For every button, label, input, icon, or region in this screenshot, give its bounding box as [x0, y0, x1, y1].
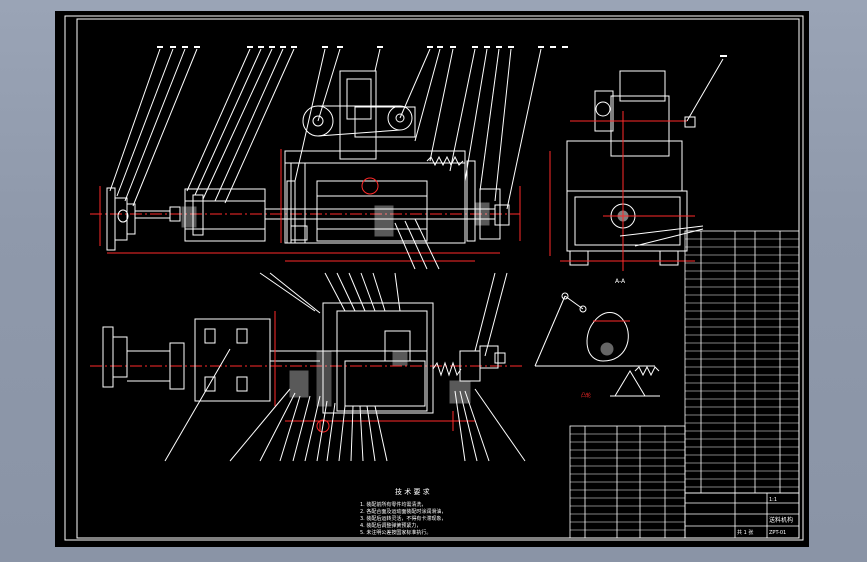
technical-note-3: 3. 装配后运转灵活，不得有卡滞现象， [360, 515, 446, 522]
technical-note-4: 4. 装配后调整弹簧预紧力， [360, 522, 421, 529]
cad-drawing-viewport[interactable]: 技 术 要 求 1. 装配前所有零件均需清洗， 2. 各配合面及运动面装配时涂润… [55, 11, 809, 547]
inner-border [76, 18, 800, 539]
title-block-drawing-no: ZPT-01 [769, 530, 786, 536]
technical-note-5: 5. 未注明公差按国家标准执行。 [360, 529, 431, 536]
technical-note-2: 2. 各配合面及运动面装配时涂润滑油， [360, 508, 446, 515]
title-block-name: 送料机构 [769, 516, 793, 524]
cam-detail [534, 292, 660, 397]
parts-list-right-rows [685, 238, 799, 488]
plan-view [90, 272, 526, 462]
section-label: A-A [615, 278, 626, 285]
parts-list-right [684, 230, 800, 494]
title-block-scale: 1:1 [769, 497, 777, 503]
front-view [90, 46, 568, 270]
parts-list-bottom-rows [570, 433, 685, 531]
title-block [684, 492, 800, 539]
cam-label: 凸轮 [581, 392, 591, 399]
side-view [549, 55, 727, 271]
technical-notes-heading: 技 术 要 求 [395, 487, 430, 496]
assembly-drawing: 技 术 要 求 1. 装配前所有零件均需清洗， 2. 各配合面及运动面装配时涂润… [64, 15, 804, 541]
title-block-sheet: 共 1 张 [737, 529, 753, 536]
technical-note-1: 1. 装配前所有零件均需清洗， [360, 501, 426, 508]
outer-border [64, 15, 804, 541]
